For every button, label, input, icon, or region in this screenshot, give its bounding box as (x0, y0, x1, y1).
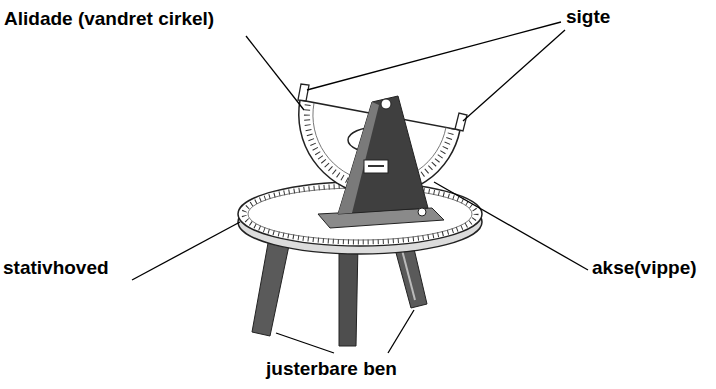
part-label: akse(vippe) (592, 257, 697, 279)
part-label: stativhoved (3, 257, 109, 279)
part-label: Alidade (vandret cirkel) (4, 8, 214, 30)
part-label: justerbare ben (266, 358, 397, 380)
part-label: sigte (566, 6, 610, 28)
leader-lines (132, 22, 588, 353)
axis-stand (318, 96, 444, 228)
